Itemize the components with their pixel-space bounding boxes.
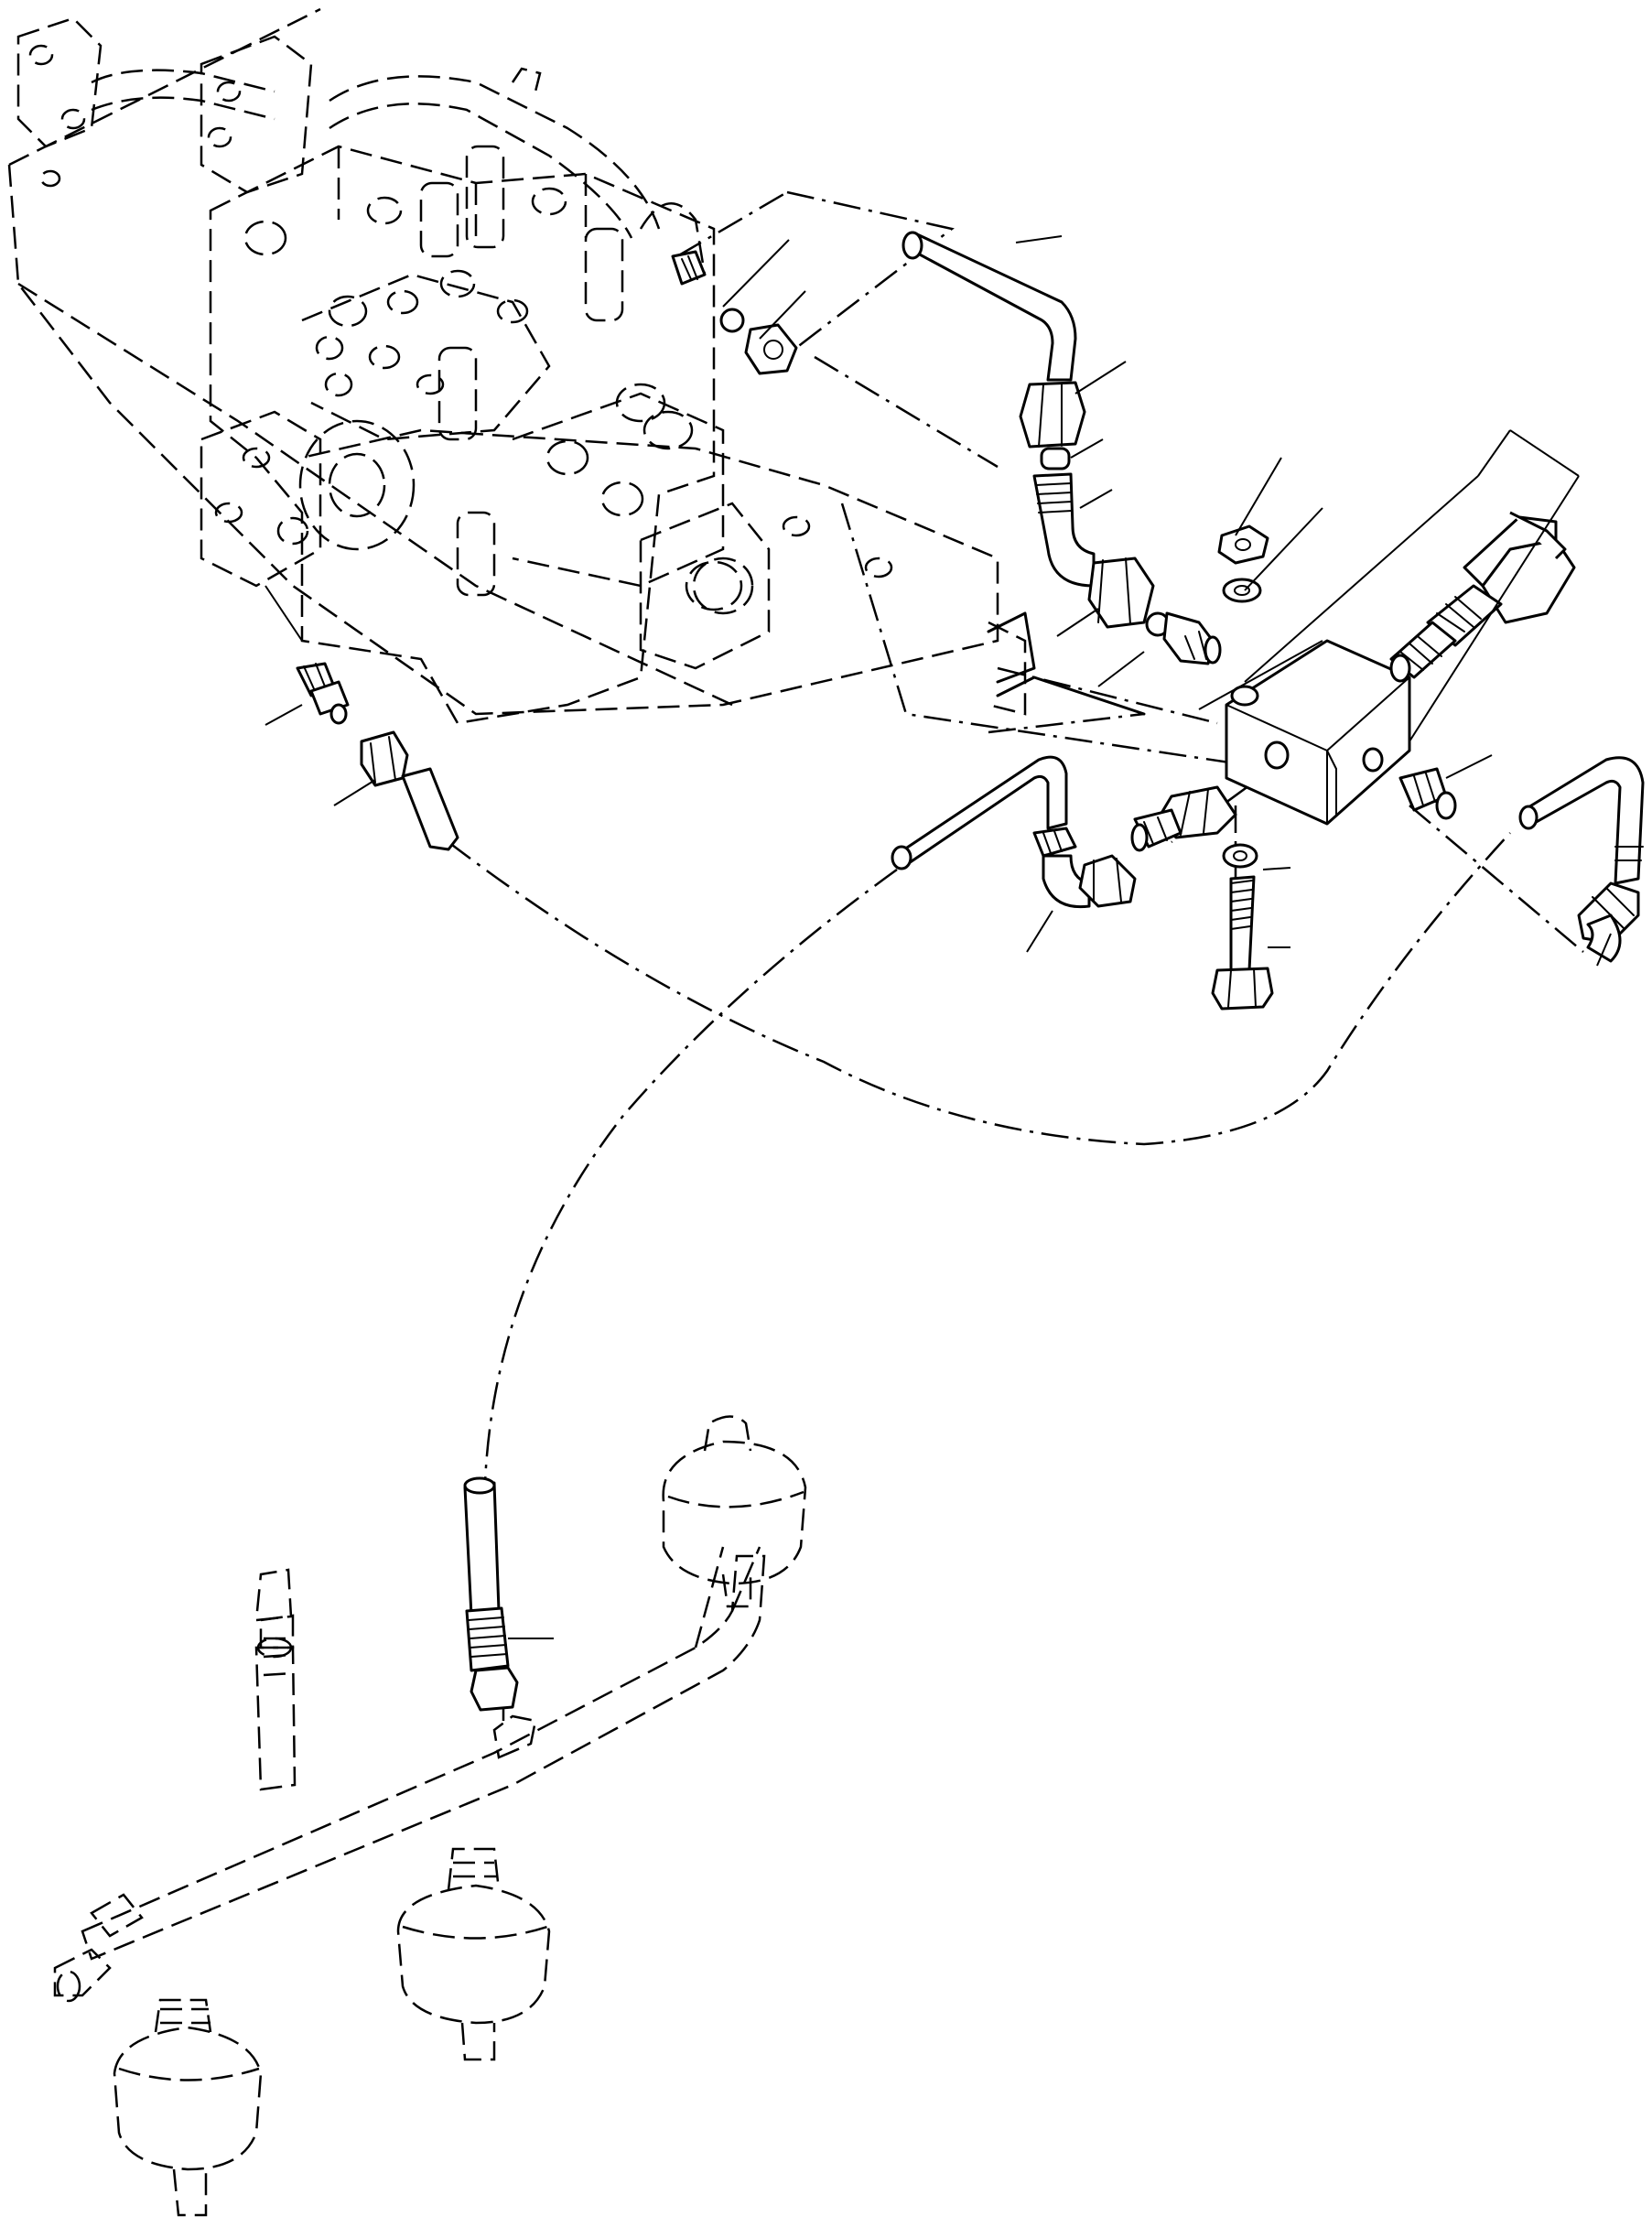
- accumulator-middle: [396, 1847, 551, 2061]
- left-tube: [891, 755, 1137, 909]
- callout-leaders: [265, 235, 1612, 1639]
- vertical-tube: [463, 1476, 519, 1712]
- bolt-washer: [1211, 843, 1274, 1011]
- accumulator-upper: [662, 1415, 807, 1608]
- upper-tube-assembly: [902, 231, 1222, 665]
- upper-port-fittings: [671, 250, 798, 375]
- assembly-centerlines: [448, 190, 1584, 1721]
- block-fittings: [1130, 767, 1457, 852]
- left-fittings: [296, 662, 459, 851]
- control-valve-phantom: [7, 7, 1027, 725]
- accumulator-lower: [113, 1998, 263, 2217]
- relief-valve-cartridge: [1389, 511, 1576, 683]
- right-tube: [1518, 756, 1645, 963]
- accumulator-manifold: [53, 1546, 766, 2003]
- bracket-outline: [987, 611, 1146, 716]
- relief-valve-block: [1225, 639, 1411, 826]
- nut-washer-top: [1217, 524, 1269, 603]
